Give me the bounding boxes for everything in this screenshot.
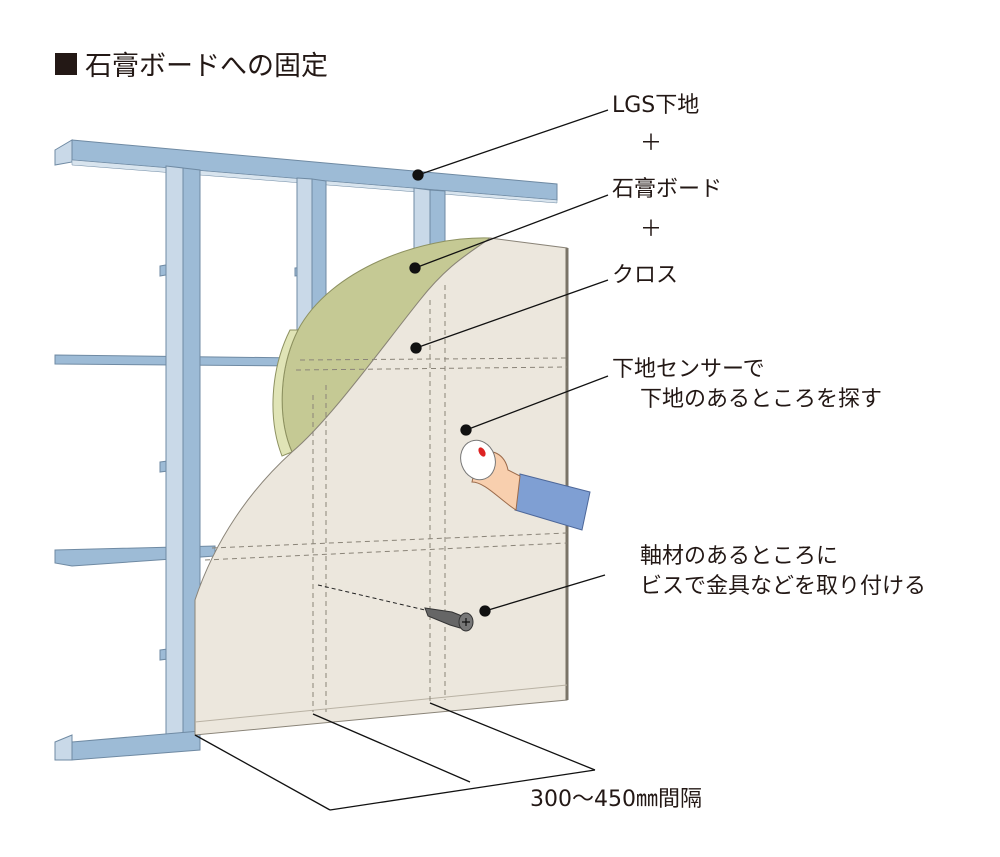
leader-lines	[409, 109, 609, 617]
title-text: 石膏ボードへの固定	[85, 51, 328, 82]
label-gypsum-board: 石膏ボード	[612, 177, 723, 202]
label-spacing: 300〜450㎜間隔	[530, 787, 702, 812]
label-plus-2: ＋	[640, 217, 663, 242]
bottom-track	[54, 730, 201, 761]
stud-sensor-icon	[460, 439, 496, 481]
label-plus-1: ＋	[640, 131, 663, 156]
label-screw-2: ビスで金具などを取り付ける	[640, 574, 927, 599]
spacing-dimension-lines	[194, 702, 596, 811]
screw-icon	[317, 584, 474, 632]
label-sensor-2: 下地のあるところを探す	[640, 387, 883, 412]
diagram-title: 石膏ボードへの固定	[55, 44, 328, 83]
square-bullet-icon	[55, 52, 77, 75]
hand-with-stud-sensor	[460, 439, 591, 531]
label-sensor-1: 下地センサーで	[612, 357, 765, 382]
label-lgs-frame: LGS下地	[612, 93, 700, 118]
gypsum-edge	[272, 329, 299, 457]
baseboard-line	[194, 684, 568, 723]
label-screw-1: 軸材のあるところに	[640, 544, 839, 569]
hidden-stud-lines	[204, 285, 568, 712]
wall-cloth-face	[194, 237, 568, 736]
label-cloth: クロス	[612, 263, 679, 288]
